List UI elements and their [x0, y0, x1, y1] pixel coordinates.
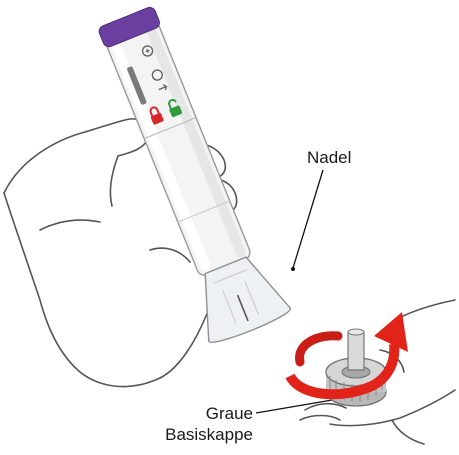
injection-pen [84, 0, 292, 346]
grey-cap-label-line2: Basiskappe [165, 425, 253, 445]
needle-label: Nadel [307, 148, 351, 168]
twist-arrow-back [300, 336, 338, 362]
needle-pointer-dot [291, 267, 295, 271]
grey-cap-pointer-line [256, 399, 338, 413]
needle-pointer-line [293, 170, 323, 268]
grey-cap-label-line1: Graue [206, 404, 253, 424]
